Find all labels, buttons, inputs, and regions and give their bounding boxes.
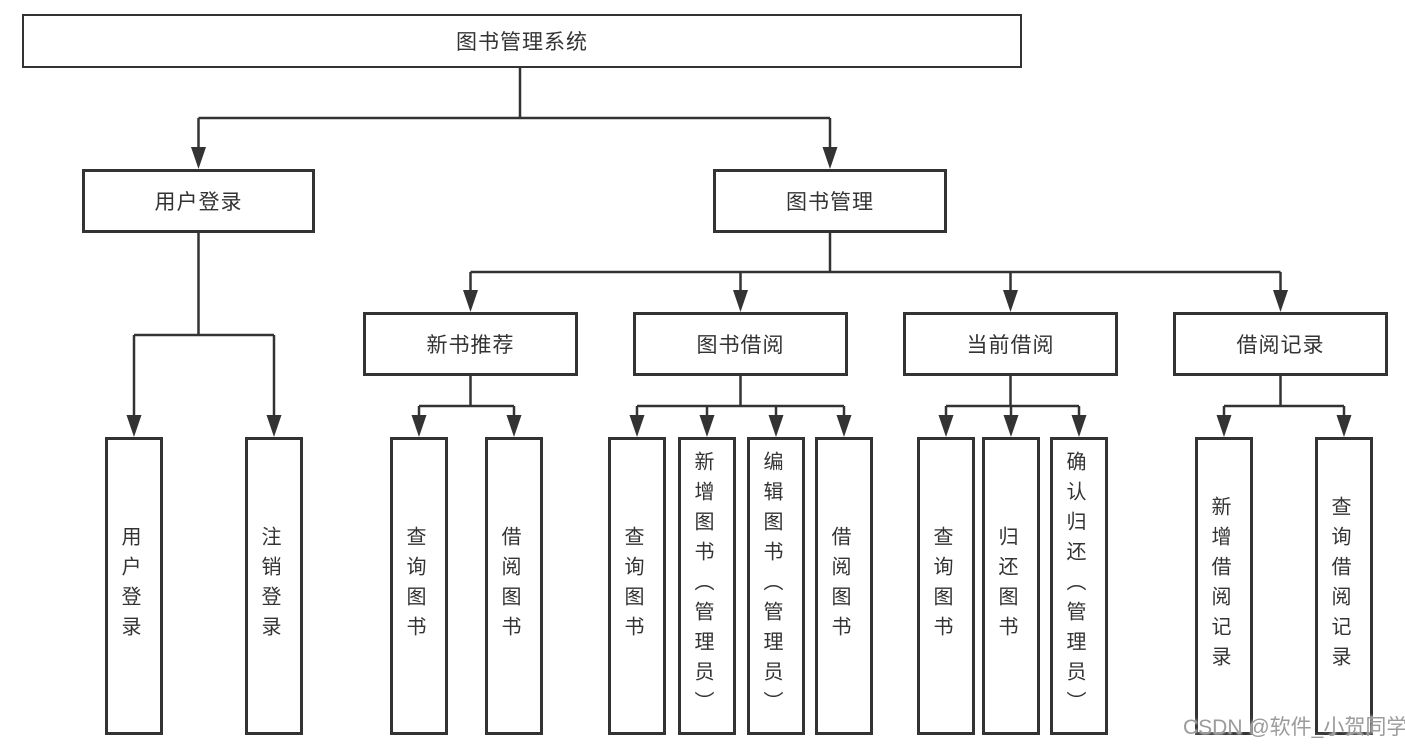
node-book-management: 图书管理 [713,169,947,233]
connector-borrowrecord-to-leaves [1216,376,1352,437]
connector-currentborrow-to-leaves [938,376,1087,437]
leaf-edit-book-admin: 编辑图书（管理员） [747,437,805,735]
connector-root-to-level2 [191,68,838,169]
csdn-watermark: CSDN @软件_小贺同学 [1183,716,1405,739]
leaf-query-books-1: 查询图书 [390,437,448,735]
node-book-borrowing: 图书借阅 [633,312,848,376]
leaf-user-login: 用户登录 [105,437,163,735]
leaf-borrow-books-2: 借阅图书 [815,437,873,735]
connector-userlogin-to-leaves [126,233,282,437]
leaf-borrow-books-1: 借阅图书 [485,437,543,735]
node-library-system: 图书管理系统 [22,14,1022,68]
node-new-book-recommend: 新书推荐 [363,312,578,376]
leaf-logout: 注销登录 [245,437,303,735]
node-user-login-branch: 用户登录 [82,169,315,233]
leaf-add-book-admin: 新增图书（管理员） [678,437,736,735]
leaf-query-books-2: 查询图书 [608,437,666,735]
leaf-return-book: 归还图书 [982,437,1040,735]
leaf-query-books-3: 查询图书 [917,437,975,735]
connector-bookborrow-to-leaves [629,376,852,437]
connector-bookmgmt-to-level3 [463,233,1288,312]
connector-newbook-to-leaves [411,376,522,437]
node-borrowing-records: 借阅记录 [1173,312,1388,376]
node-current-borrowing: 当前借阅 [903,312,1118,376]
leaf-query-borrow-record: 查询借阅记录 [1315,437,1373,735]
leaf-add-borrow-record: 新增借阅记录 [1195,437,1253,735]
leaf-confirm-return-admin: 确认归还（管理员） [1050,437,1108,735]
